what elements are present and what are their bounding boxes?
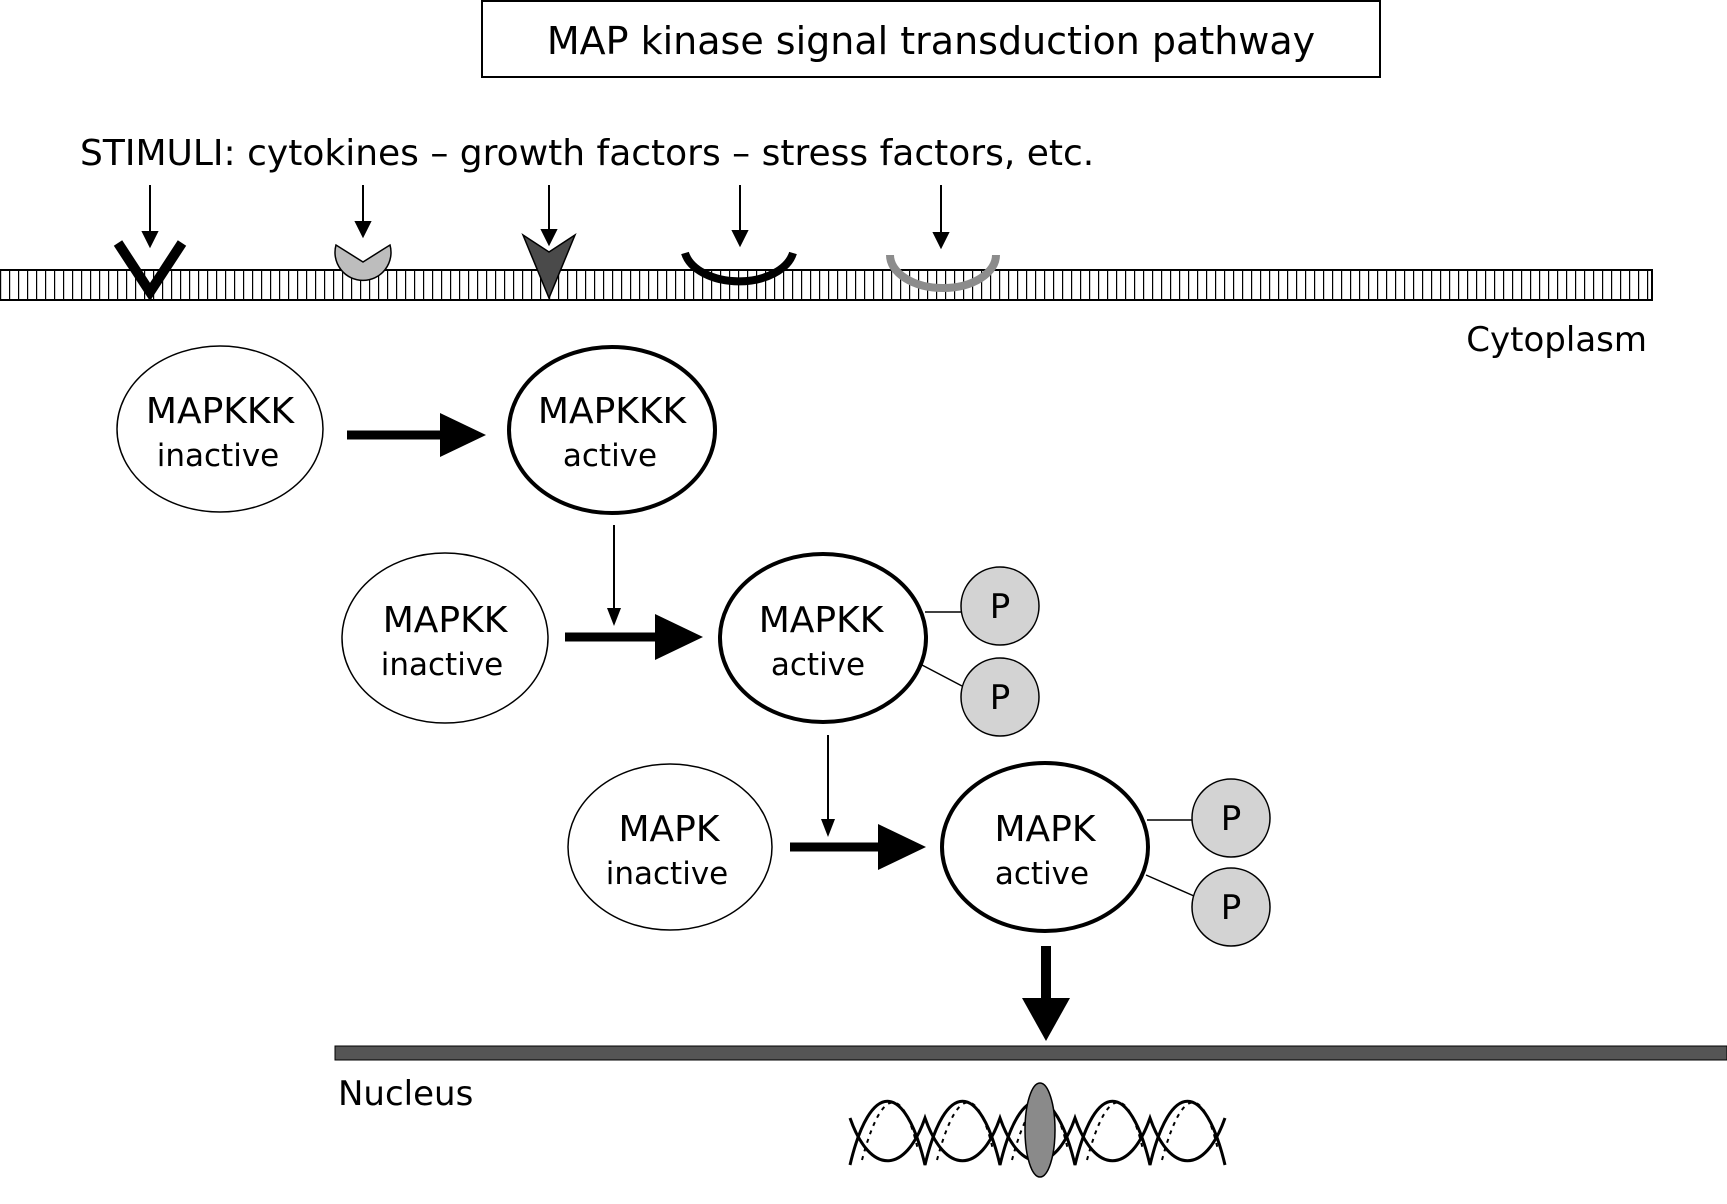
svg-text:inactive: inactive [157,438,280,474]
svg-text:MAPKK: MAPKK [759,600,885,641]
phosphate-group: P [921,657,1040,737]
svg-text:active: active [771,647,865,683]
phosphate-group: P [925,566,1040,646]
nuclear-membrane [334,1045,1727,1061]
svg-text:inactive: inactive [606,856,729,892]
catalysis-arrow [607,525,621,626]
svg-text:MAPK: MAPK [618,809,720,850]
notched-disc-receptor-icon [334,243,392,282]
svg-text:MAPK: MAPK [994,809,1096,850]
title-box: MAP kinase signal transduction pathway [481,0,1381,78]
stimulus-arrow [932,185,950,250]
phosphate-group: P [1145,867,1271,947]
svg-text:MAPKK: MAPKK [383,600,509,641]
stimulus-arrow [540,185,558,247]
cytoplasm-label: Cytoplasm [1466,320,1647,360]
mapkkk-active-node: MAPKKK active [507,345,717,515]
mapkk-inactive-node: MAPKK inactive [341,552,549,724]
stimulus-arrows [141,185,950,250]
catalysis-arrow [821,735,835,837]
grey-cup-receptor-icon [886,254,1000,292]
cell-membrane [0,269,1653,301]
stimuli-label: STIMULI: cytokines – growth factors – st… [80,133,1094,174]
black-cup-receptor-icon [681,251,797,286]
svg-text:P: P [1221,888,1242,928]
svg-text:inactive: inactive [381,647,504,683]
mapk-active-node: MAPK active [940,761,1150,933]
svg-text:active: active [563,438,657,474]
stimulus-arrow [354,185,372,239]
svg-text:MAPKKK: MAPKKK [146,391,296,432]
stimulus-arrow [141,185,159,249]
receptors [113,233,1000,302]
activation-arrow [565,614,703,660]
svg-text:P: P [1221,799,1242,839]
stimulus-arrow [731,185,749,248]
diagram-title: MAP kinase signal transduction pathway [547,19,1315,63]
phosphate-group: P [1147,778,1271,858]
svg-text:P: P [990,678,1011,718]
nucleus-label: Nucleus [338,1074,473,1114]
mapkkk-inactive-node: MAPKKK inactive [116,345,324,513]
v-shape-receptor-icon [113,240,187,302]
svg-text:P: P [990,587,1011,627]
mapk-inactive-node: MAPK inactive [567,763,773,931]
activation-arrow [790,824,926,870]
nuclear-translocation-arrow [1022,946,1070,1041]
transcription-factor-icon [1024,1082,1056,1178]
svg-text:MAPKKK: MAPKKK [538,391,688,432]
svg-text:active: active [995,856,1089,892]
arrowhead-receptor-icon [521,233,577,300]
mapkk-active-node: MAPKK active [718,552,928,724]
activation-arrow [347,413,486,457]
